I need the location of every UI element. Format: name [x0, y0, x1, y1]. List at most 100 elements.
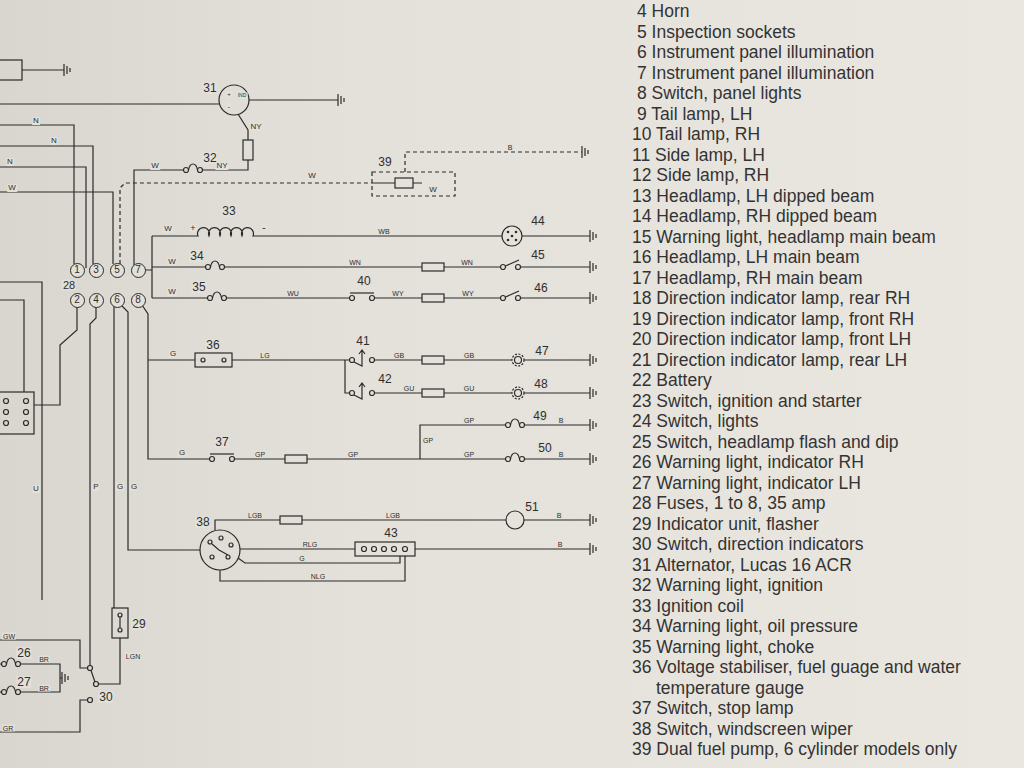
- key-item: 19 Direction indicator lamp, front RH: [632, 309, 1016, 330]
- wire: [113, 306, 114, 608]
- wire: [382, 547, 387, 552]
- wire: [590, 230, 596, 242]
- wire: [215, 520, 280, 530]
- wire-code: -: [261, 223, 266, 233]
- key-item: 16 Headlamp, LH main beam: [632, 247, 1016, 268]
- wire: [0, 664, 2, 692]
- wire: [501, 291, 521, 301]
- wire: [0, 282, 42, 600]
- flasher-unit-symbol: [112, 608, 128, 638]
- key-item: 31 Alternator, Lucas 16 ACR: [632, 555, 1016, 576]
- wire: [148, 359, 195, 360]
- wire-code: N: [32, 117, 40, 125]
- callout-number: 45: [530, 249, 545, 261]
- wire: [118, 628, 122, 632]
- callout-number: 33: [221, 205, 236, 217]
- key-item: 7 Instrument panel illumination: [637, 63, 1016, 84]
- wire-code: G: [169, 350, 177, 358]
- wire: [415, 548, 590, 549]
- wire-code: NY: [215, 162, 228, 170]
- wire-code: LGB: [247, 512, 263, 519]
- wire: [350, 383, 375, 399]
- wire: [422, 294, 444, 302]
- wire: [507, 239, 510, 242]
- wire: [501, 260, 521, 270]
- callout-number: 42: [377, 373, 392, 385]
- key-item: 21 Direction indicator lamp, rear LH: [632, 350, 1016, 371]
- wire-code: W: [307, 172, 317, 180]
- wire-code: P: [92, 483, 99, 491]
- wire: [238, 114, 248, 140]
- wire-code: IND: [237, 93, 248, 98]
- wire-code: WU: [286, 290, 300, 297]
- wire: [375, 359, 423, 360]
- wire-code: G: [116, 483, 124, 491]
- wire: [120, 183, 372, 264]
- key-item: 5 Inspection sockets: [637, 22, 1016, 43]
- wire: [88, 698, 93, 703]
- wire: [525, 458, 591, 459]
- wire-code: W: [428, 186, 438, 194]
- callout-number: 26: [16, 647, 31, 659]
- wire: [506, 453, 525, 462]
- coil-symbol: [152, 228, 502, 236]
- wire: [222, 358, 226, 362]
- connector-symbol: [355, 542, 415, 556]
- wire: [521, 266, 591, 267]
- wire: [99, 638, 121, 684]
- key-item: 33 Ignition coil: [632, 596, 1016, 617]
- wire: [350, 350, 375, 366]
- callout-number: 44: [530, 215, 545, 227]
- wire: [4, 399, 9, 404]
- wire: [249, 99, 338, 100]
- fuse-terminal: 2: [70, 293, 85, 308]
- wire: [238, 556, 400, 563]
- wire: [590, 387, 596, 399]
- key-item: 39 Dual fuel pump, 6 cylinder models onl…: [632, 739, 1016, 760]
- wire: [375, 392, 423, 393]
- wire: [88, 666, 93, 671]
- wire-code: G: [298, 555, 305, 562]
- wire: [524, 519, 590, 520]
- terminal-block: [0, 392, 34, 434]
- wire-code: N: [50, 137, 58, 145]
- wire: [219, 536, 223, 540]
- motor-symbol: [506, 511, 524, 529]
- wire: [91, 671, 95, 683]
- wire: [403, 547, 408, 552]
- wire: [512, 387, 524, 399]
- callout-number: 49: [532, 410, 547, 422]
- wire-code: WN: [348, 259, 362, 266]
- wire: [2, 658, 21, 667]
- wire-code: BR: [38, 685, 50, 692]
- wire: [152, 266, 206, 267]
- wire: [590, 453, 596, 465]
- key-item: 6 Instrument panel illumination: [637, 42, 1016, 63]
- wire: [590, 292, 596, 304]
- fuse-terminal: 5: [110, 263, 125, 278]
- fuse-number: 1: [74, 265, 80, 275]
- wire: [0, 300, 24, 392]
- callout-number: 35: [191, 281, 206, 293]
- key-item: 22 Battery: [632, 370, 1016, 391]
- wire: [522, 235, 590, 236]
- wire: [372, 547, 377, 552]
- wire: [201, 358, 205, 362]
- wire: [208, 292, 227, 301]
- wire: [0, 192, 113, 264]
- key-item: 34 Warning light, oil pressure: [632, 616, 1016, 637]
- wire-code: +: [226, 91, 232, 97]
- wire: [134, 170, 184, 265]
- callout-number: 28: [62, 280, 76, 291]
- wire: [405, 152, 582, 172]
- wire: [226, 555, 230, 559]
- key-item: 4 Horn: [637, 1, 1016, 22]
- wire-code: GU: [403, 385, 416, 392]
- wire-code: GB: [393, 352, 405, 359]
- wire: [208, 540, 212, 544]
- wire: [212, 544, 228, 555]
- wire: [4, 410, 9, 415]
- wire-code: WY: [391, 290, 404, 297]
- key-item: 29 Indicator unit, flasher: [632, 514, 1016, 535]
